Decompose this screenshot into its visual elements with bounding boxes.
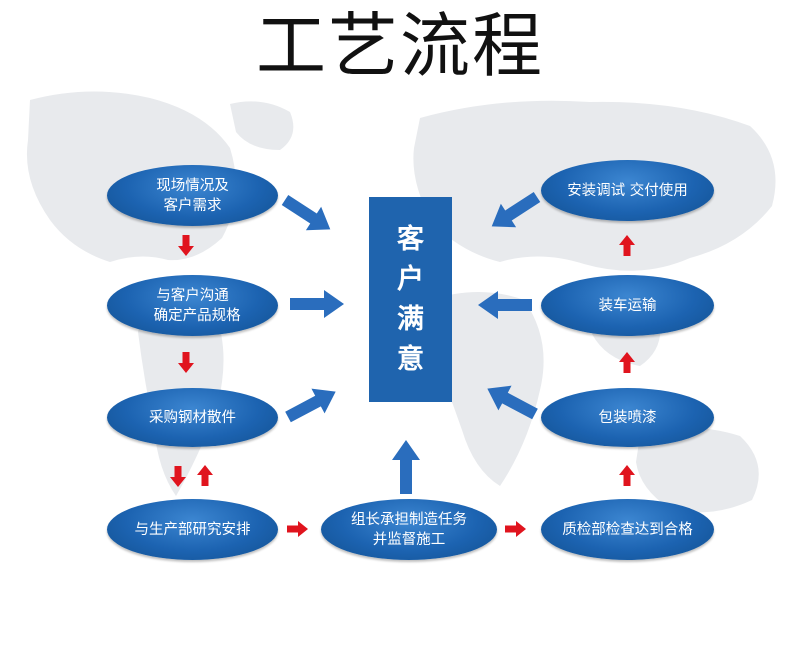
page-title: 工艺流程 xyxy=(256,5,544,87)
node-install: 安装调试 交付使用 xyxy=(541,160,714,221)
node-confirm-specs: 与客户沟通 确定产品规格 xyxy=(107,275,278,336)
node-paint: 包装喷漆 xyxy=(541,388,714,447)
center-char-4: 意 xyxy=(397,343,424,375)
arrow-loading-to-center xyxy=(478,291,532,319)
arrow-loading-to-install xyxy=(619,235,635,256)
arrow-production-plan-to-purchase xyxy=(197,465,213,486)
node-site-needs: 现场情况及 客户需求 xyxy=(107,165,278,226)
node-quality-check-label: 质检部检查达到合格 xyxy=(562,521,693,538)
node-quality-check: 质检部检查达到合格 xyxy=(541,499,714,560)
center-char-1: 客 xyxy=(397,223,424,255)
center-char-3: 满 xyxy=(397,303,424,335)
node-paint-label: 包装喷漆 xyxy=(598,409,657,426)
center-char-2: 户 xyxy=(397,263,424,295)
arrow-team-build-to-quality-check xyxy=(505,521,526,537)
arrow-purchase-to-production-plan xyxy=(170,466,186,487)
node-loading-label: 装车运输 xyxy=(598,297,657,314)
arrow-confirm-specs-to-purchase xyxy=(178,352,194,373)
node-production-plan-label: 与生产部研究安排 xyxy=(134,521,251,538)
node-purchase-label: 采购钢材散件 xyxy=(149,409,236,426)
node-confirm-specs-label: 与客户沟通 确定产品规格 xyxy=(153,287,241,324)
node-production-plan: 与生产部研究安排 xyxy=(107,499,278,560)
arrow-site-needs-to-confirm-specs xyxy=(178,235,194,256)
arrow-paint-to-loading xyxy=(619,352,635,373)
node-team-build: 组长承担制造任务 并监督施工 xyxy=(321,499,497,560)
arrow-production-plan-to-team-build xyxy=(287,521,308,537)
node-install-label: 安装调试 交付使用 xyxy=(567,182,688,199)
arrow-site-needs-to-center xyxy=(277,188,338,242)
map-landmass-greenland xyxy=(230,101,294,150)
node-team-build-label: 组长承担制造任务 并监督施工 xyxy=(351,511,467,548)
customer-satisfaction-box: 客 户 满 意 xyxy=(369,197,452,402)
arrow-install-to-center xyxy=(484,185,545,239)
map-landmass-australia xyxy=(636,428,759,513)
node-purchase: 采购钢材散件 xyxy=(107,388,278,447)
arrow-confirm-specs-to-center xyxy=(290,290,344,318)
map-landmass-africa xyxy=(428,292,544,486)
arrow-team-build-to-center xyxy=(392,440,420,494)
node-loading: 装车运输 xyxy=(541,275,714,336)
arrow-paint-to-center xyxy=(480,376,542,427)
node-site-needs-label: 现场情况及 客户需求 xyxy=(156,177,229,214)
arrow-purchase-to-center xyxy=(281,379,343,430)
arrow-quality-check-to-paint xyxy=(619,465,635,486)
